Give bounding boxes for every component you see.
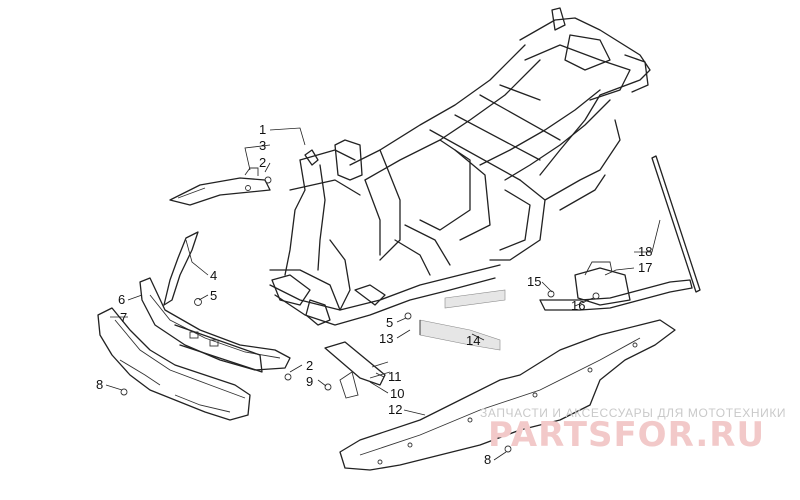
fasteners	[120, 176, 600, 453]
callout-3: 3	[259, 138, 266, 153]
part-4-support	[163, 231, 199, 306]
part-16-hitch	[539, 261, 693, 311]
callout-16: 16	[571, 298, 585, 313]
callout-8: 8	[96, 377, 103, 392]
callout-17: 17	[638, 260, 652, 275]
part-10-bracket	[324, 341, 386, 399]
callout-12: 12	[388, 402, 402, 417]
part-3-bracket	[169, 167, 271, 206]
callout-14: 14	[466, 333, 480, 348]
callouts: 1 3 2 4 5 6 7 8 2 9 5 13 14 11 10 12 8 1…	[96, 122, 652, 467]
callout-6: 6	[118, 292, 125, 307]
part-18-rod	[651, 155, 701, 293]
part-12-skid-plate	[339, 319, 676, 471]
part-6-bumper	[139, 277, 291, 373]
callout-9: 9	[306, 374, 313, 389]
callout-2: 2	[259, 155, 266, 170]
main-frame	[269, 7, 651, 326]
watermark-tagline: ЗАПЧАСТИ И АКСЕССУАРЫ ДЛЯ МОТОТЕХНИКИ	[480, 406, 786, 420]
callout-18: 18	[638, 244, 652, 259]
part-7-fascia	[97, 307, 251, 421]
part-14-block	[419, 289, 506, 351]
callout-2-lower: 2	[306, 358, 313, 373]
callout-13: 13	[379, 331, 393, 346]
callout-15: 15	[527, 274, 541, 289]
callout-10: 10	[390, 386, 404, 401]
leader-lines	[105, 127, 661, 461]
callout-1: 1	[259, 122, 266, 137]
callout-8-lower: 8	[484, 452, 491, 467]
callout-5-lower: 5	[386, 315, 393, 330]
watermark: ЗАПЧАСТИ И АКСЕССУАРЫ ДЛЯ МОТОТЕХНИКИ PA…	[480, 406, 786, 455]
callout-5: 5	[210, 288, 217, 303]
watermark-logo: PARTSFOR.RU	[488, 415, 765, 455]
callout-7: 7	[120, 310, 127, 325]
callout-11: 11	[388, 369, 402, 384]
callout-4: 4	[210, 268, 217, 283]
